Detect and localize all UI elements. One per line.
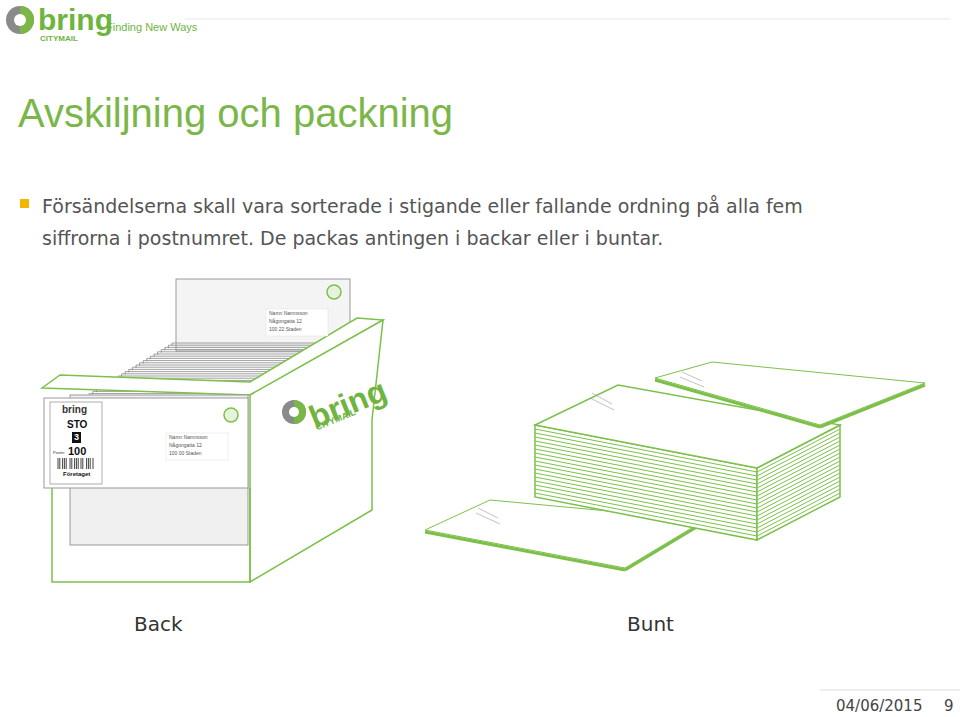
stroke-line xyxy=(76,458,77,469)
bullet-square xyxy=(20,199,29,208)
address-line: Någongatta 12 xyxy=(169,443,202,449)
stroke-line xyxy=(535,489,757,532)
stroke-line xyxy=(535,493,757,536)
stroke-line xyxy=(535,461,757,504)
header-rule xyxy=(185,19,950,20)
stroke-line xyxy=(535,485,757,528)
figure-caption: Bunt xyxy=(627,613,674,636)
stroke-line xyxy=(757,485,840,528)
address-line: Namn Namnsson xyxy=(169,435,208,441)
postnr-caption: Postnr xyxy=(53,451,65,456)
stroke-line xyxy=(535,473,757,516)
stroke-line xyxy=(71,458,72,469)
stroke-line xyxy=(535,469,757,512)
logo-slogan: Finding New Ways xyxy=(106,21,197,34)
bundle-drawing xyxy=(425,362,925,570)
stroke-line xyxy=(535,481,757,524)
stroke-line xyxy=(90,458,91,469)
address-line: Någongatta 12 xyxy=(269,319,302,325)
stroke-line xyxy=(74,458,75,469)
stroke-line xyxy=(70,458,71,469)
stroke-line xyxy=(64,458,65,469)
footer-rule xyxy=(820,690,960,691)
stroke-line xyxy=(62,458,63,469)
page-number: 9 xyxy=(944,698,954,715)
stroke-line xyxy=(88,458,89,469)
stroke-line xyxy=(82,458,83,469)
stroke-line xyxy=(66,458,67,469)
bullet-text: Försändelserna skall vara sorterade i st… xyxy=(42,190,842,254)
route-code: STO xyxy=(67,419,87,431)
stroke-line xyxy=(757,477,840,520)
stroke-line xyxy=(757,489,840,532)
stroke-line xyxy=(757,493,840,536)
stroke-line xyxy=(59,458,60,469)
address-line: 100 22 Staden xyxy=(269,327,302,333)
stroke-line xyxy=(78,458,79,469)
stroke-line xyxy=(81,458,82,469)
logo-icon-hole xyxy=(14,14,26,26)
address-line: 100 00 Staden xyxy=(169,451,202,457)
stroke-line xyxy=(757,473,840,516)
stroke-line xyxy=(535,465,757,508)
stroke-line xyxy=(58,458,59,469)
slide-title: Avskiljning och packning xyxy=(18,90,453,136)
sender-name: Företaget xyxy=(63,471,90,478)
logo-icon xyxy=(6,6,34,34)
stroke-line xyxy=(757,461,840,504)
stroke-line xyxy=(535,477,757,520)
label-logo: bring xyxy=(62,404,87,416)
route-number: 3 xyxy=(74,432,79,442)
crate-drawing xyxy=(42,279,383,582)
stroke-line xyxy=(757,469,840,512)
stroke-line xyxy=(757,481,840,524)
address-line: Namn Namnsson xyxy=(269,311,308,317)
stroke-line xyxy=(86,458,87,469)
logo-sub: CITYMAIL xyxy=(40,34,78,43)
postnr-value: 100 xyxy=(68,445,86,458)
stroke-line xyxy=(535,457,757,500)
footer-date: 04/06/2015 xyxy=(836,698,922,715)
stroke-line xyxy=(757,465,840,508)
stroke-line xyxy=(757,457,840,500)
logo-word: bring xyxy=(38,3,113,38)
stroke-line xyxy=(93,458,94,469)
figure-caption: Back xyxy=(134,613,183,636)
